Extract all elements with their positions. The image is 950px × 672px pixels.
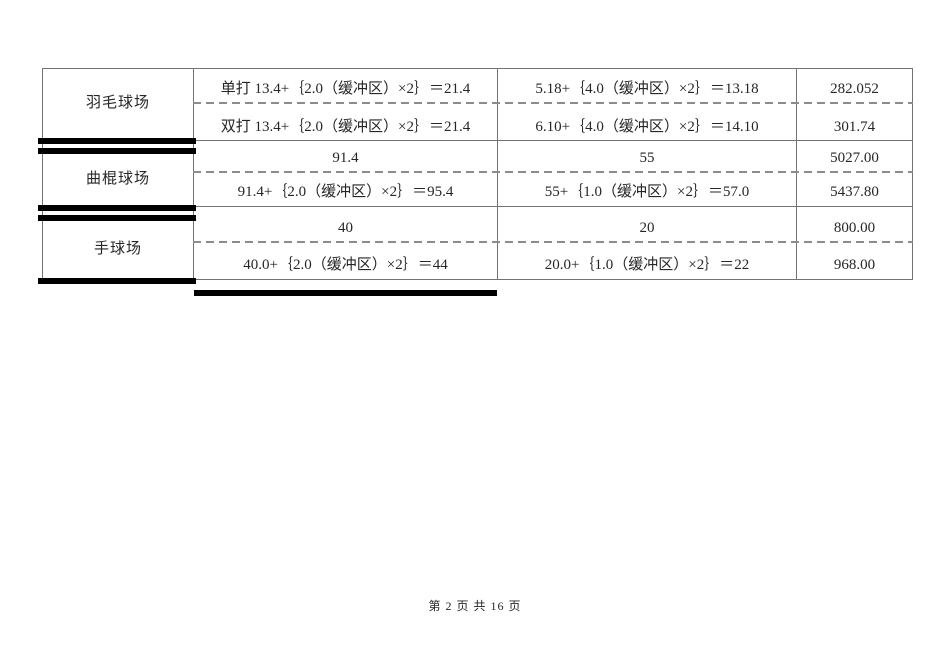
handball-length-formula: 40.0+｛2.0（缓冲区）×2｝＝44: [243, 256, 448, 273]
group-boundary-line-2: [42, 206, 913, 207]
table-border-right: [912, 68, 913, 279]
table-border-left: [42, 68, 43, 279]
thick-group-divider-bar: [38, 205, 196, 211]
handball-area-buffered-value: 968.00: [833, 256, 876, 273]
column-divider-3: [796, 68, 797, 279]
row-label-badminton-court: 羽毛球场: [85, 94, 150, 111]
hockey-area-buffered-value: 5437.80: [830, 183, 879, 200]
handball-length-value: 40: [338, 219, 353, 236]
badminton-doubles-length-formula: 双打 13.4+｛2.0（缓冲区）×2｝＝21.4: [220, 118, 471, 135]
hockey-area-value: 5027.00: [830, 149, 879, 166]
badminton-singles-width-formula: 5.18+｛4.0（缓冲区）×2｝＝13.18: [535, 80, 759, 97]
handball-width-formula: 20.0+｛1.0（缓冲区）×2｝＝22: [544, 256, 750, 273]
page-number-footer: 第 2 页 共 16 页: [428, 599, 522, 613]
sports-field-dimensions-table: 羽毛球场 曲棍球场 手球场 单打 13.4+｛2.0（缓冲区）×2｝＝21.4 …: [38, 68, 913, 298]
badminton-singles-area-value: 282.052: [830, 80, 879, 97]
hockey-width-formula: 55+｛1.0（缓冲区）×2｝＝57.0: [544, 183, 750, 200]
table-border-bottom: [42, 279, 913, 280]
handball-width-value: 20: [639, 219, 655, 236]
thick-group-divider-bar: [38, 215, 196, 221]
badminton-doubles-area-value: 301.74: [833, 118, 876, 135]
row-label-hockey-court: 曲棍球场: [85, 170, 150, 187]
handball-area-value: 800.00: [833, 219, 876, 236]
badminton-singles-length-formula: 单打 13.4+｛2.0（缓冲区）×2｝＝21.4: [220, 80, 471, 97]
dashed-row-divider: [193, 241, 913, 243]
badminton-doubles-width-formula: 6.10+｛4.0（缓冲区）×2｝＝14.10: [535, 118, 759, 135]
column-divider-2: [497, 68, 498, 279]
hockey-length-value: 91.4: [332, 149, 359, 166]
thick-group-divider-bar: [38, 148, 196, 154]
dashed-row-divider: [193, 171, 913, 173]
column-divider-1: [193, 68, 194, 279]
hockey-width-value: 55: [639, 149, 655, 166]
thick-group-divider-bar: [38, 138, 196, 144]
thick-group-divider-bar: [194, 290, 497, 296]
hockey-length-formula: 91.4+｛2.0（缓冲区）×2｝＝95.4: [237, 183, 454, 200]
table-border-top: [42, 68, 913, 69]
group-boundary-line-1: [42, 140, 913, 141]
thick-group-divider-bar: [38, 278, 196, 284]
row-label-handball-court: 手球场: [93, 240, 142, 257]
dashed-row-divider: [193, 102, 913, 104]
